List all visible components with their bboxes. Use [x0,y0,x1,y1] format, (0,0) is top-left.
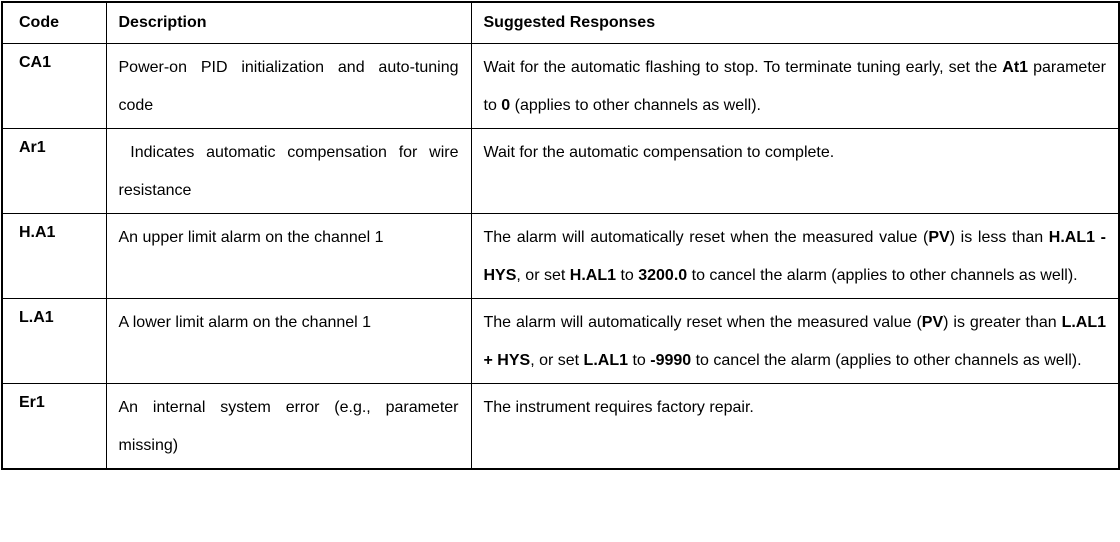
header-row: Code Description Suggested Responses [1,1,1120,44]
description-cell: Power-on PID initialization and auto-tun… [105,43,472,129]
error-code-table: Code Description Suggested Responses CA1… [1,1,1120,470]
text-run: parameter to [483,59,1107,114]
response-cell: The alarm will automatically reset when … [470,213,1120,299]
text-run: , or set [530,352,584,369]
description-cell: An internal system error (e.g., paramete… [105,383,472,470]
code-cell: L.A1 [1,298,107,384]
text-run: -9990 [650,352,692,369]
text-run: Power-on PID initialization and auto-tun… [118,59,459,114]
text-run: An upper limit alarm on the channel 1 [118,229,384,246]
text-run: to [616,267,639,284]
text-run: At1 [1002,59,1029,76]
description-cell: An upper limit alarm on the channel 1 [105,213,472,299]
text-run: The alarm will automatically reset when … [483,314,922,331]
response-cell: The instrument requires factory repair. [470,383,1120,470]
text-run: to [628,352,651,369]
text-run: L.AL1 + HYS [483,314,1107,369]
header-code: Code [1,1,107,44]
text-run: Wait for the automatic flashing to stop.… [483,59,1003,76]
table-row: Ar1 Indicates automatic compensation for… [1,128,1120,214]
response-cell: Wait for the automatic compensation to c… [470,128,1120,214]
table-row: H.A1 An upper limit alarm on the channel … [1,213,1120,299]
text-run: (applies to other channels as well). [510,97,761,114]
code-cell: Er1 [1,383,107,470]
code-cell: Ar1 [1,128,107,214]
text-run: The instrument requires factory repair. [483,399,754,416]
description-cell: A lower limit alarm on the channel 1 [105,298,472,384]
text-run: 3200.0 [638,267,688,284]
table-row: L.A1 A lower limit alarm on the channel 1… [1,298,1120,384]
response-cell: The alarm will automatically reset when … [470,298,1120,384]
code-cell: CA1 [1,43,107,129]
header-responses: Suggested Responses [470,1,1120,44]
text-run: PV [921,314,944,331]
text-run: The alarm will automatically reset when … [483,229,929,246]
text-run: ) is less than [949,229,1049,246]
description-cell: Indicates automatic compensation for wir… [105,128,472,214]
text-run: H.AL1 [569,267,616,284]
text-run: H.AL1 - HYS [483,229,1107,284]
text-run: to cancel the alarm (applies to other ch… [691,352,1082,369]
text-run: A lower limit alarm on the channel 1 [118,314,372,331]
text-run: ) is greater than [943,314,1062,331]
text-run: , or set [516,267,570,284]
text-run: Indicates automatic compensation for wir… [118,144,459,199]
code-cell: H.A1 [1,213,107,299]
header-description: Description [105,1,472,44]
text-run: L.AL1 [583,352,628,369]
response-cell: Wait for the automatic flashing to stop.… [470,43,1120,129]
text-run: to cancel the alarm (applies to other ch… [687,267,1078,284]
text-run: 0 [501,97,511,114]
text-run: PV [928,229,950,246]
text-run: Wait for the automatic compensation to c… [483,144,835,161]
text-run: An internal system error (e.g., paramete… [118,399,459,454]
